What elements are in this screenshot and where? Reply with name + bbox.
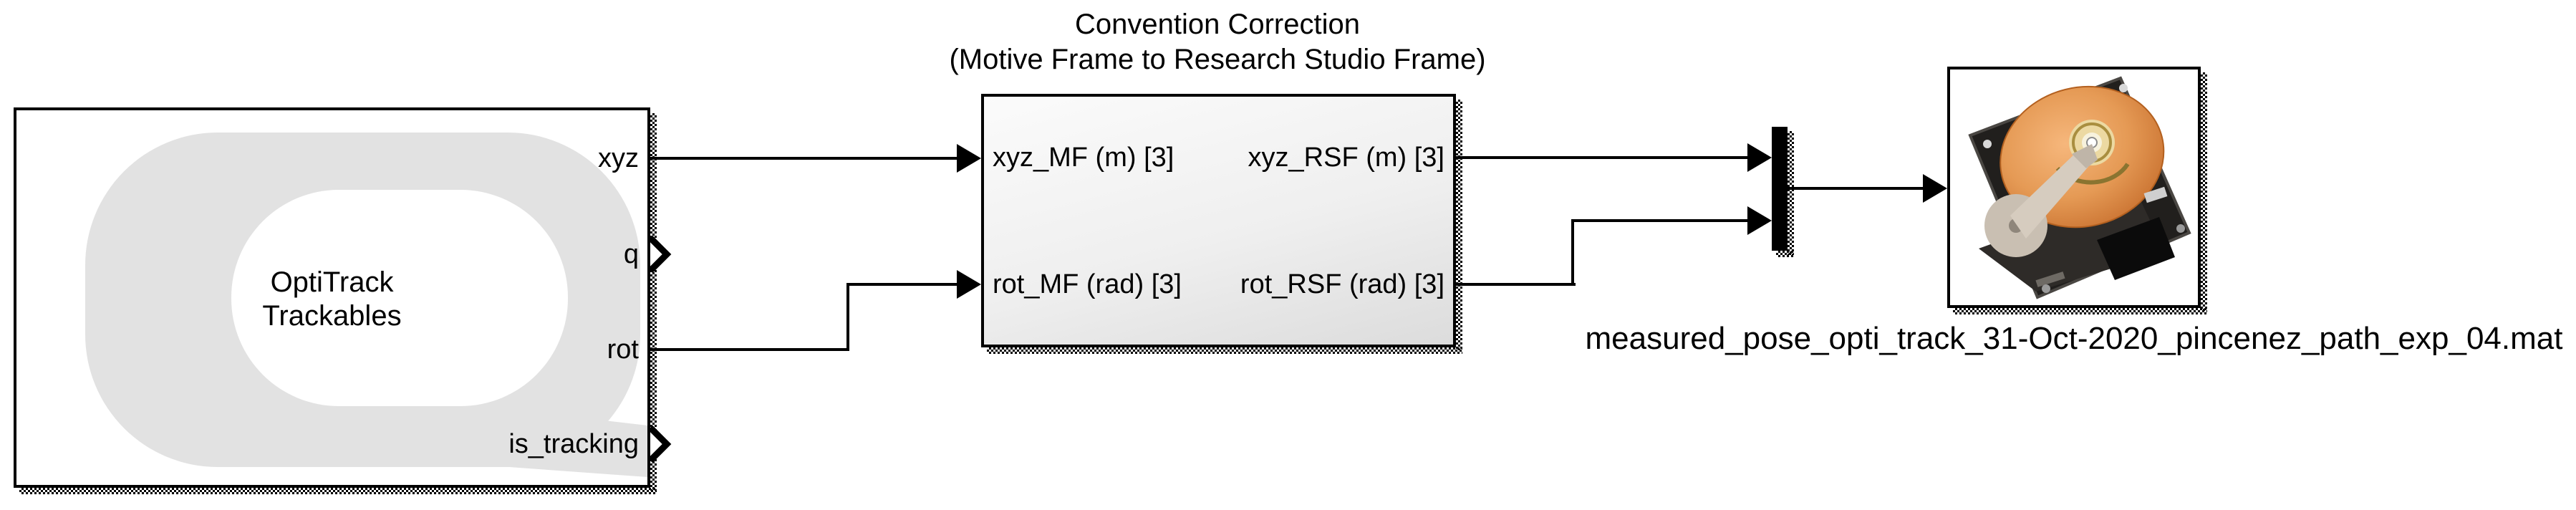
convention-title-line1: Convention Correction (1075, 9, 1360, 40)
convention-block-shadow-bottom (987, 347, 1462, 354)
unconnected-port-q-icon[interactable] (647, 234, 672, 274)
port-label-xyz: xyz (598, 143, 639, 173)
port-label-q: q (623, 239, 639, 269)
wire-rot-rsf-seg3[interactable] (1571, 219, 1747, 222)
tofile-block-shadow (2201, 72, 2207, 311)
port-label-rot-rsf: rot_RSF (rad) [3] (1240, 269, 1444, 299)
convention-title-line2: (Motive Frame to Research Studio Frame) (949, 44, 1486, 75)
wire-rot-seg2[interactable] (846, 283, 849, 351)
optitrack-name-line2: Trackables (262, 300, 402, 332)
mux-shadow-bottom (1776, 251, 1794, 257)
wire-xyz[interactable] (650, 157, 957, 160)
wire-xyz-rsf-arrow-icon (1747, 143, 1772, 172)
wire-rot-rsf-seg1[interactable] (1456, 283, 1576, 286)
wire-rot-rsf-arrow-icon (1747, 206, 1772, 235)
hard-disk-icon (1950, 69, 2198, 305)
unconnected-port-is-tracking-icon[interactable] (647, 424, 672, 464)
convention-correction-block[interactable]: xyz_MF (m) [3] rot_MF (rad) [3] xyz_RSF … (981, 94, 1456, 347)
to-file-block[interactable] (1947, 67, 2201, 308)
wire-rot-rsf-seg2[interactable] (1571, 219, 1574, 286)
mux-shadow (1788, 131, 1794, 255)
wire-mux-out-arrow-icon (1923, 174, 1947, 203)
optitrack-q-logo-icon (16, 110, 647, 485)
mux-block[interactable] (1772, 127, 1788, 251)
to-file-filename: measured_pose_opti_track_31-Oct-2020_pin… (1585, 321, 2563, 356)
optitrack-name-line1: OptiTrack (270, 266, 394, 298)
wire-rot-seg3[interactable] (846, 283, 960, 286)
port-label-is-tracking: is_tracking (508, 429, 639, 459)
wire-mux-out[interactable] (1788, 187, 1923, 190)
wire-xyz-rsf[interactable] (1456, 156, 1750, 159)
wire-rot-arrow-icon (957, 270, 981, 299)
wire-rot-seg1[interactable] (650, 348, 849, 351)
optitrack-block-shadow (650, 113, 657, 491)
optitrack-block-shadow-bottom (19, 488, 657, 494)
port-label-rot: rot (607, 335, 639, 365)
tofile-block-shadow-bottom (1953, 308, 2207, 314)
port-label-xyz-mf: xyz_MF (m) [3] (993, 143, 1174, 173)
port-label-xyz-rsf: xyz_RSF (m) [3] (1248, 143, 1444, 173)
wire-xyz-arrow-icon (957, 144, 981, 173)
convention-block-shadow (1456, 100, 1462, 350)
convention-block-title: Convention Correction (Motive Frame to Re… (859, 7, 1576, 77)
port-label-rot-mf: rot_MF (rad) [3] (993, 269, 1182, 299)
